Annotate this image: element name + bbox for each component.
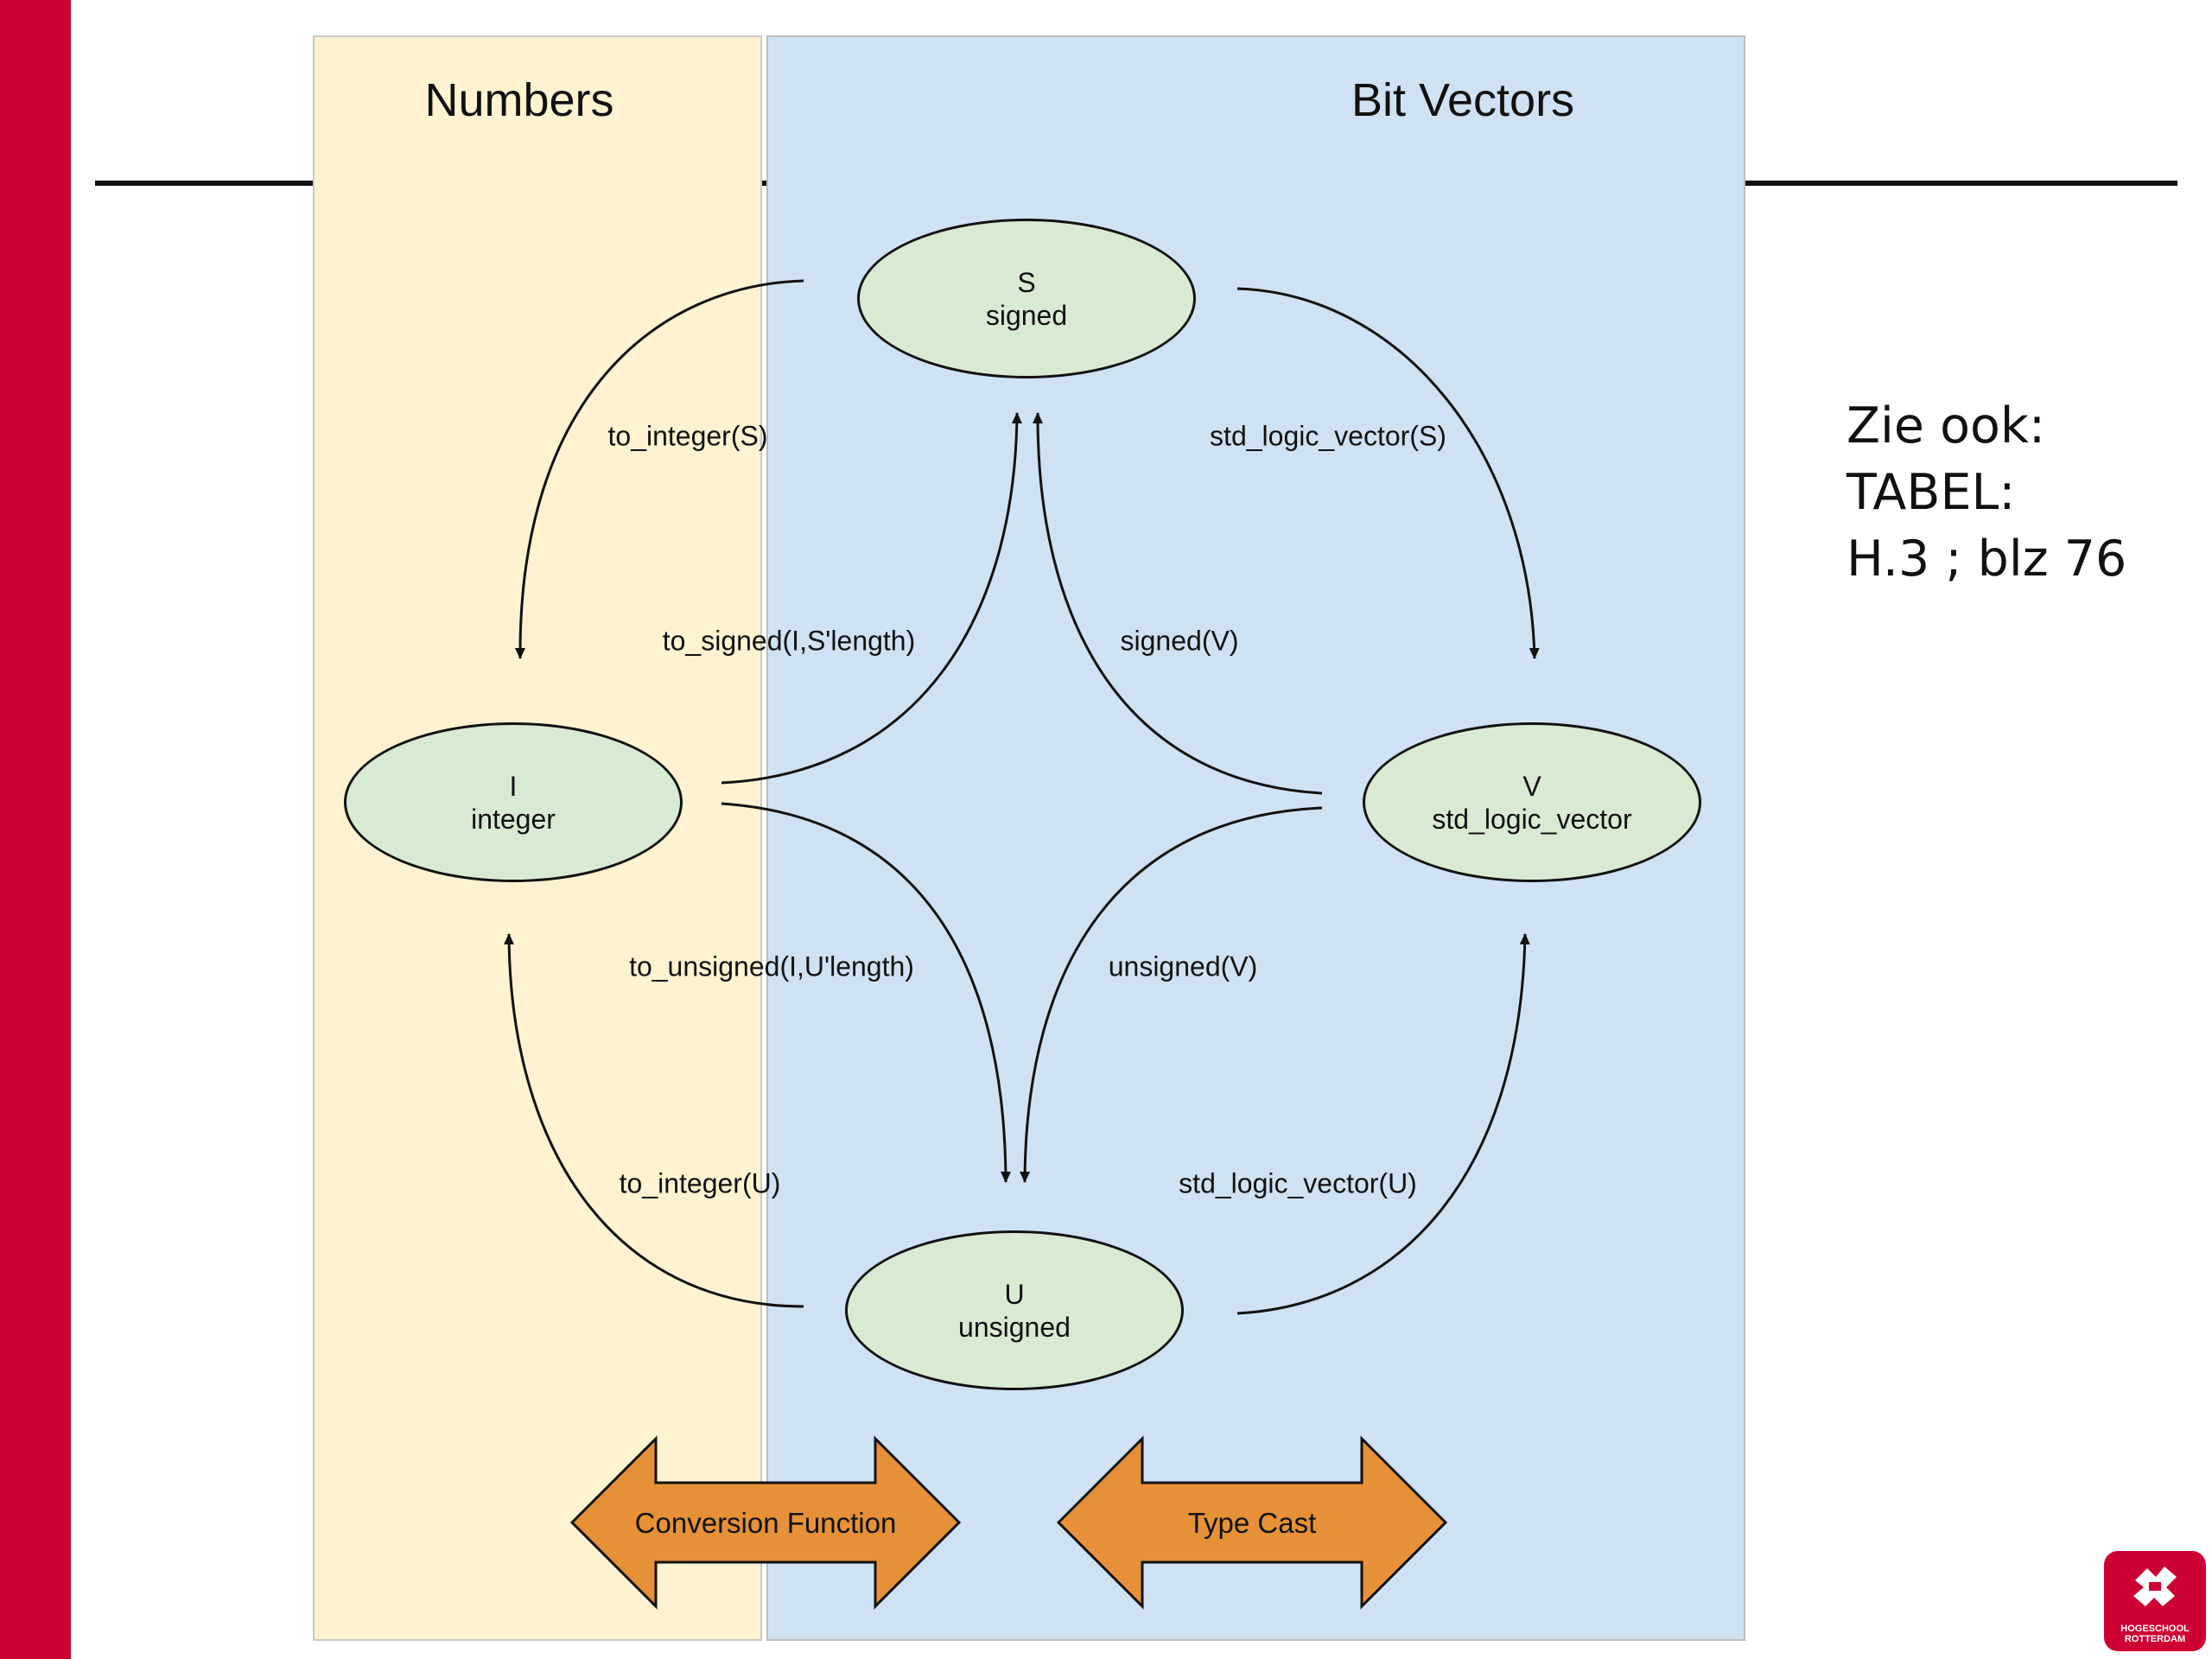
- node-slv-letter: V: [1522, 770, 1541, 802]
- node-integer-type: integer: [471, 803, 556, 835]
- node-slv-type: std_logic_vector: [1432, 803, 1632, 835]
- legend-type-cast: Type Cast: [1187, 1507, 1317, 1539]
- brand-side-bar: [0, 0, 71, 1659]
- bit-vectors-heading: Bit Vectors: [1351, 74, 1575, 126]
- label-signed-v: signed(V): [1120, 625, 1239, 657]
- conversion-function-arrow: [569, 1435, 962, 1610]
- edge-signed-to-integer: [514, 279, 804, 659]
- hogeschool-logo: HOGESCHOOL ROTTERDAM: [2104, 1551, 2206, 1651]
- node-signed-type: signed: [985, 299, 1068, 331]
- label-to-unsigned: to_unsigned(I,U'length): [629, 950, 914, 982]
- label-unsigned-v: unsigned(V): [1108, 950, 1258, 982]
- edge-integer-to-signed: [721, 412, 1022, 785]
- label-to-integer-u: to_integer(U): [619, 1167, 781, 1199]
- label-slv-u: std_logic_vector(U): [1179, 1167, 1417, 1199]
- numbers-heading: Numbers: [424, 74, 614, 126]
- note-line-3: H.3 ; blz 76: [1847, 531, 2127, 588]
- label-to-signed: to_signed(I,S'length): [662, 625, 916, 657]
- legend-conversion-function: Conversion Function: [634, 1507, 897, 1539]
- logo-mark-icon: [2133, 1567, 2177, 1606]
- edge-slv-to-signed: [1032, 412, 1323, 795]
- node-unsigned-type: unsigned: [958, 1311, 1071, 1343]
- edge-slv-to-unsigned: [1020, 806, 1323, 1183]
- node-signed: S signed: [857, 219, 1196, 378]
- logo-text-line-1: HOGESCHOOL: [2120, 1624, 2190, 1634]
- node-unsigned: U unsigned: [845, 1230, 1184, 1390]
- node-unsigned-letter: U: [1004, 1278, 1025, 1310]
- label-slv-s: std_logic_vector(S): [1210, 420, 1446, 452]
- edge-unsigned-to-integer: [504, 933, 804, 1308]
- node-integer: I integer: [344, 722, 683, 882]
- edge-integer-to-unsigned: [721, 802, 1011, 1183]
- type-cast-arrow: [1056, 1435, 1448, 1610]
- edge-signed-to-slv: [1236, 287, 1540, 659]
- reference-note: Zie ook: TABEL: H.3 ; blz 76: [1847, 393, 2126, 593]
- node-integer-letter: I: [509, 770, 518, 802]
- note-line-1: Zie ook:: [1847, 397, 2046, 454]
- logo-text-line-2: ROTTERDAM: [2124, 1634, 2186, 1644]
- label-to-integer-s: to_integer(S): [607, 420, 768, 452]
- note-line-2: TABEL:: [1847, 464, 2016, 521]
- node-std-logic-vector: V std_logic_vector: [1363, 722, 1701, 882]
- node-signed-letter: S: [1017, 266, 1036, 298]
- edge-unsigned-to-slv: [1236, 933, 1530, 1315]
